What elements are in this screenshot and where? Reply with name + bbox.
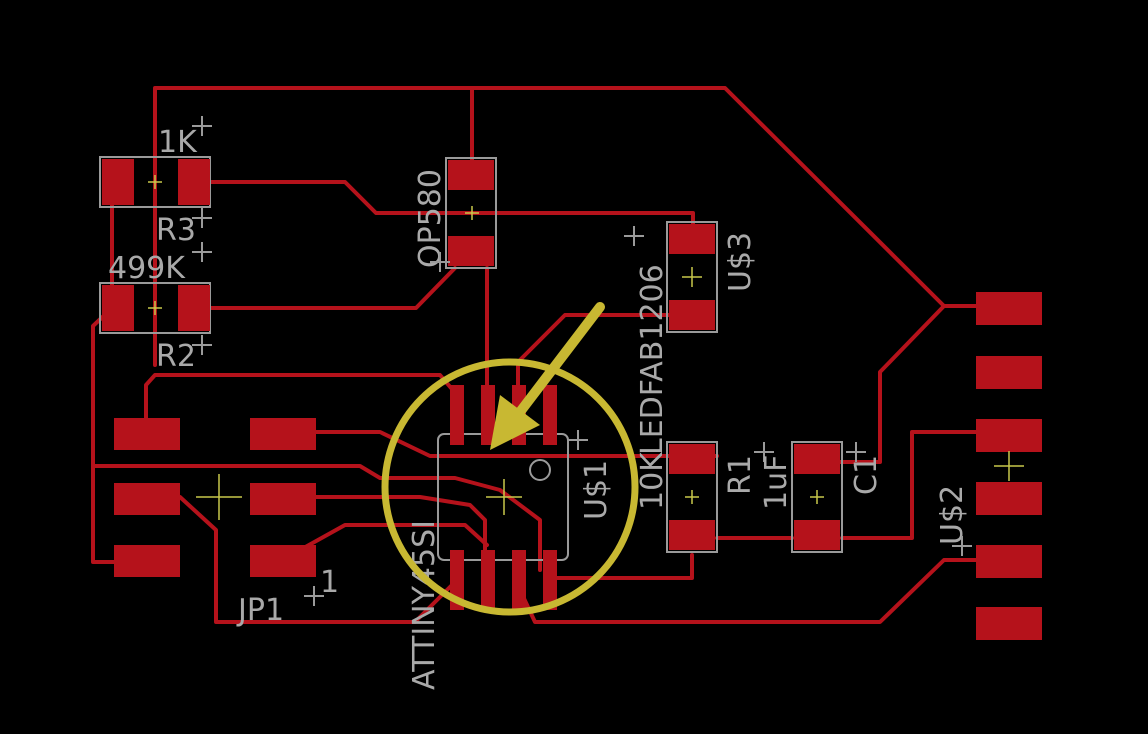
r1-outline	[666, 441, 718, 553]
jp1-pad-1[interactable]	[114, 418, 180, 450]
led-pad-1[interactable]	[669, 224, 715, 254]
c1-cross	[846, 442, 866, 462]
header-u2[interactable]: U$2	[935, 292, 1042, 640]
c1-origin-marker	[810, 490, 824, 504]
trace-r3-right	[208, 180, 695, 227]
op580-label: OP580	[413, 169, 448, 268]
mcu-pin-2[interactable]	[481, 550, 495, 610]
r1-pad-1[interactable]	[669, 444, 715, 474]
r2-name-label: R2	[156, 339, 196, 374]
c1-value-label: 1uF	[759, 455, 794, 510]
mcu-cross	[568, 430, 588, 450]
jp1-pad-4[interactable]	[250, 483, 316, 515]
jp1-pad-6[interactable]	[250, 545, 316, 577]
jp1-cross	[304, 586, 324, 606]
led-cross	[624, 226, 644, 246]
r1-origin-marker	[685, 490, 699, 504]
r2-pad-2[interactable]	[178, 285, 210, 331]
led-name-label: U$3	[723, 232, 758, 292]
r3-pad-2[interactable]	[178, 159, 210, 205]
mcu-name-label: U$1	[579, 460, 614, 520]
u2-pad-3[interactable]	[976, 419, 1042, 452]
op580-outline	[445, 157, 497, 269]
u2-name-label: U$2	[935, 485, 970, 545]
led-outline	[666, 221, 718, 333]
u2-cross	[952, 536, 972, 556]
highlight-annotation	[381, 302, 639, 616]
r3-name-label: R3	[156, 213, 196, 248]
c1-name-label: C1	[849, 455, 884, 495]
mcu-pin-7[interactable]	[481, 385, 495, 445]
r1-pad-2[interactable]	[669, 520, 715, 550]
op580-origin-marker	[465, 206, 479, 220]
trace-gnd-bottom	[518, 558, 1010, 624]
trace-jp1-bot	[280, 523, 489, 562]
op580-cross	[430, 252, 450, 272]
c1-outline	[791, 441, 843, 553]
resistor-r3[interactable]: 1K R3	[99, 116, 212, 248]
highlight-arrow-shaft	[515, 302, 605, 417]
op580-pad-2[interactable]	[448, 236, 494, 266]
phototransistor-op580[interactable]: OP580	[413, 157, 497, 272]
r2-pad-1[interactable]	[102, 285, 134, 331]
trace-mid-horizontal	[91, 464, 542, 572]
mcu-origin-marker	[486, 479, 522, 515]
highlight-arrow-head	[490, 395, 540, 450]
c1-pad-2[interactable]	[794, 520, 840, 550]
trace-vcc-right	[815, 304, 946, 464]
trace-jp1-mid	[280, 495, 487, 572]
trace-r1-bottom	[553, 553, 694, 580]
jp1-pin-label: 1	[320, 565, 339, 600]
header-jp1[interactable]: JP1 1	[114, 418, 339, 628]
highlight-circle	[381, 358, 639, 616]
r1-cross	[754, 442, 774, 462]
jp1-pad-3[interactable]	[114, 483, 180, 515]
traces	[91, 86, 1010, 624]
r1-name-label: R1	[723, 455, 758, 495]
mcu-pin1-dot	[529, 459, 551, 481]
u2-pad-4[interactable]	[976, 482, 1042, 515]
led-package-label: LEDFAB1206	[635, 264, 670, 455]
r3-value-label: 1K	[158, 125, 198, 160]
u2-origin-marker	[994, 451, 1024, 481]
resistor-r2[interactable]: 499K R2	[99, 208, 212, 374]
led-u3[interactable]: LEDFAB1206 U$3	[624, 221, 758, 455]
u2-pad-5[interactable]	[976, 545, 1042, 578]
r3-cross	[192, 116, 212, 136]
capacitor-c1[interactable]: 1uF C1	[759, 441, 884, 553]
r3-origin-marker	[148, 175, 162, 189]
mcu-pin-4[interactable]	[543, 550, 557, 610]
jp1-pad-2[interactable]	[250, 418, 316, 450]
u2-pad-2[interactable]	[976, 356, 1042, 389]
led-origin-marker	[682, 267, 702, 287]
r2-origin-marker	[148, 301, 162, 315]
u2-pad-1[interactable]	[976, 292, 1042, 325]
r2-cross	[192, 208, 212, 355]
jp1-origin-marker	[196, 474, 242, 520]
mcu-pin-3[interactable]	[512, 550, 526, 610]
r3-pad-1[interactable]	[102, 159, 134, 205]
trace-c1-right	[840, 430, 1010, 540]
led-pad-2[interactable]	[669, 300, 715, 330]
c1-pad-1[interactable]	[794, 444, 840, 474]
mcu-pin-8[interactable]	[450, 385, 464, 445]
jp1-pad-5[interactable]	[114, 545, 180, 577]
r1-value-label: 10K	[635, 451, 670, 510]
trace-jp1-top	[280, 430, 694, 458]
op580-pad-1[interactable]	[448, 160, 494, 190]
resistor-r1[interactable]: 10K R1	[635, 441, 774, 553]
r2-value-label: 499K	[108, 251, 186, 286]
trace-led-to-pin	[516, 313, 694, 397]
trace-r2-right	[208, 266, 457, 310]
jp1-name-label: JP1	[236, 593, 284, 628]
mcu-package-label: ATTINY45SI	[407, 520, 442, 690]
u2-pad-6[interactable]	[976, 607, 1042, 640]
mcu-pin-5[interactable]	[543, 385, 557, 445]
